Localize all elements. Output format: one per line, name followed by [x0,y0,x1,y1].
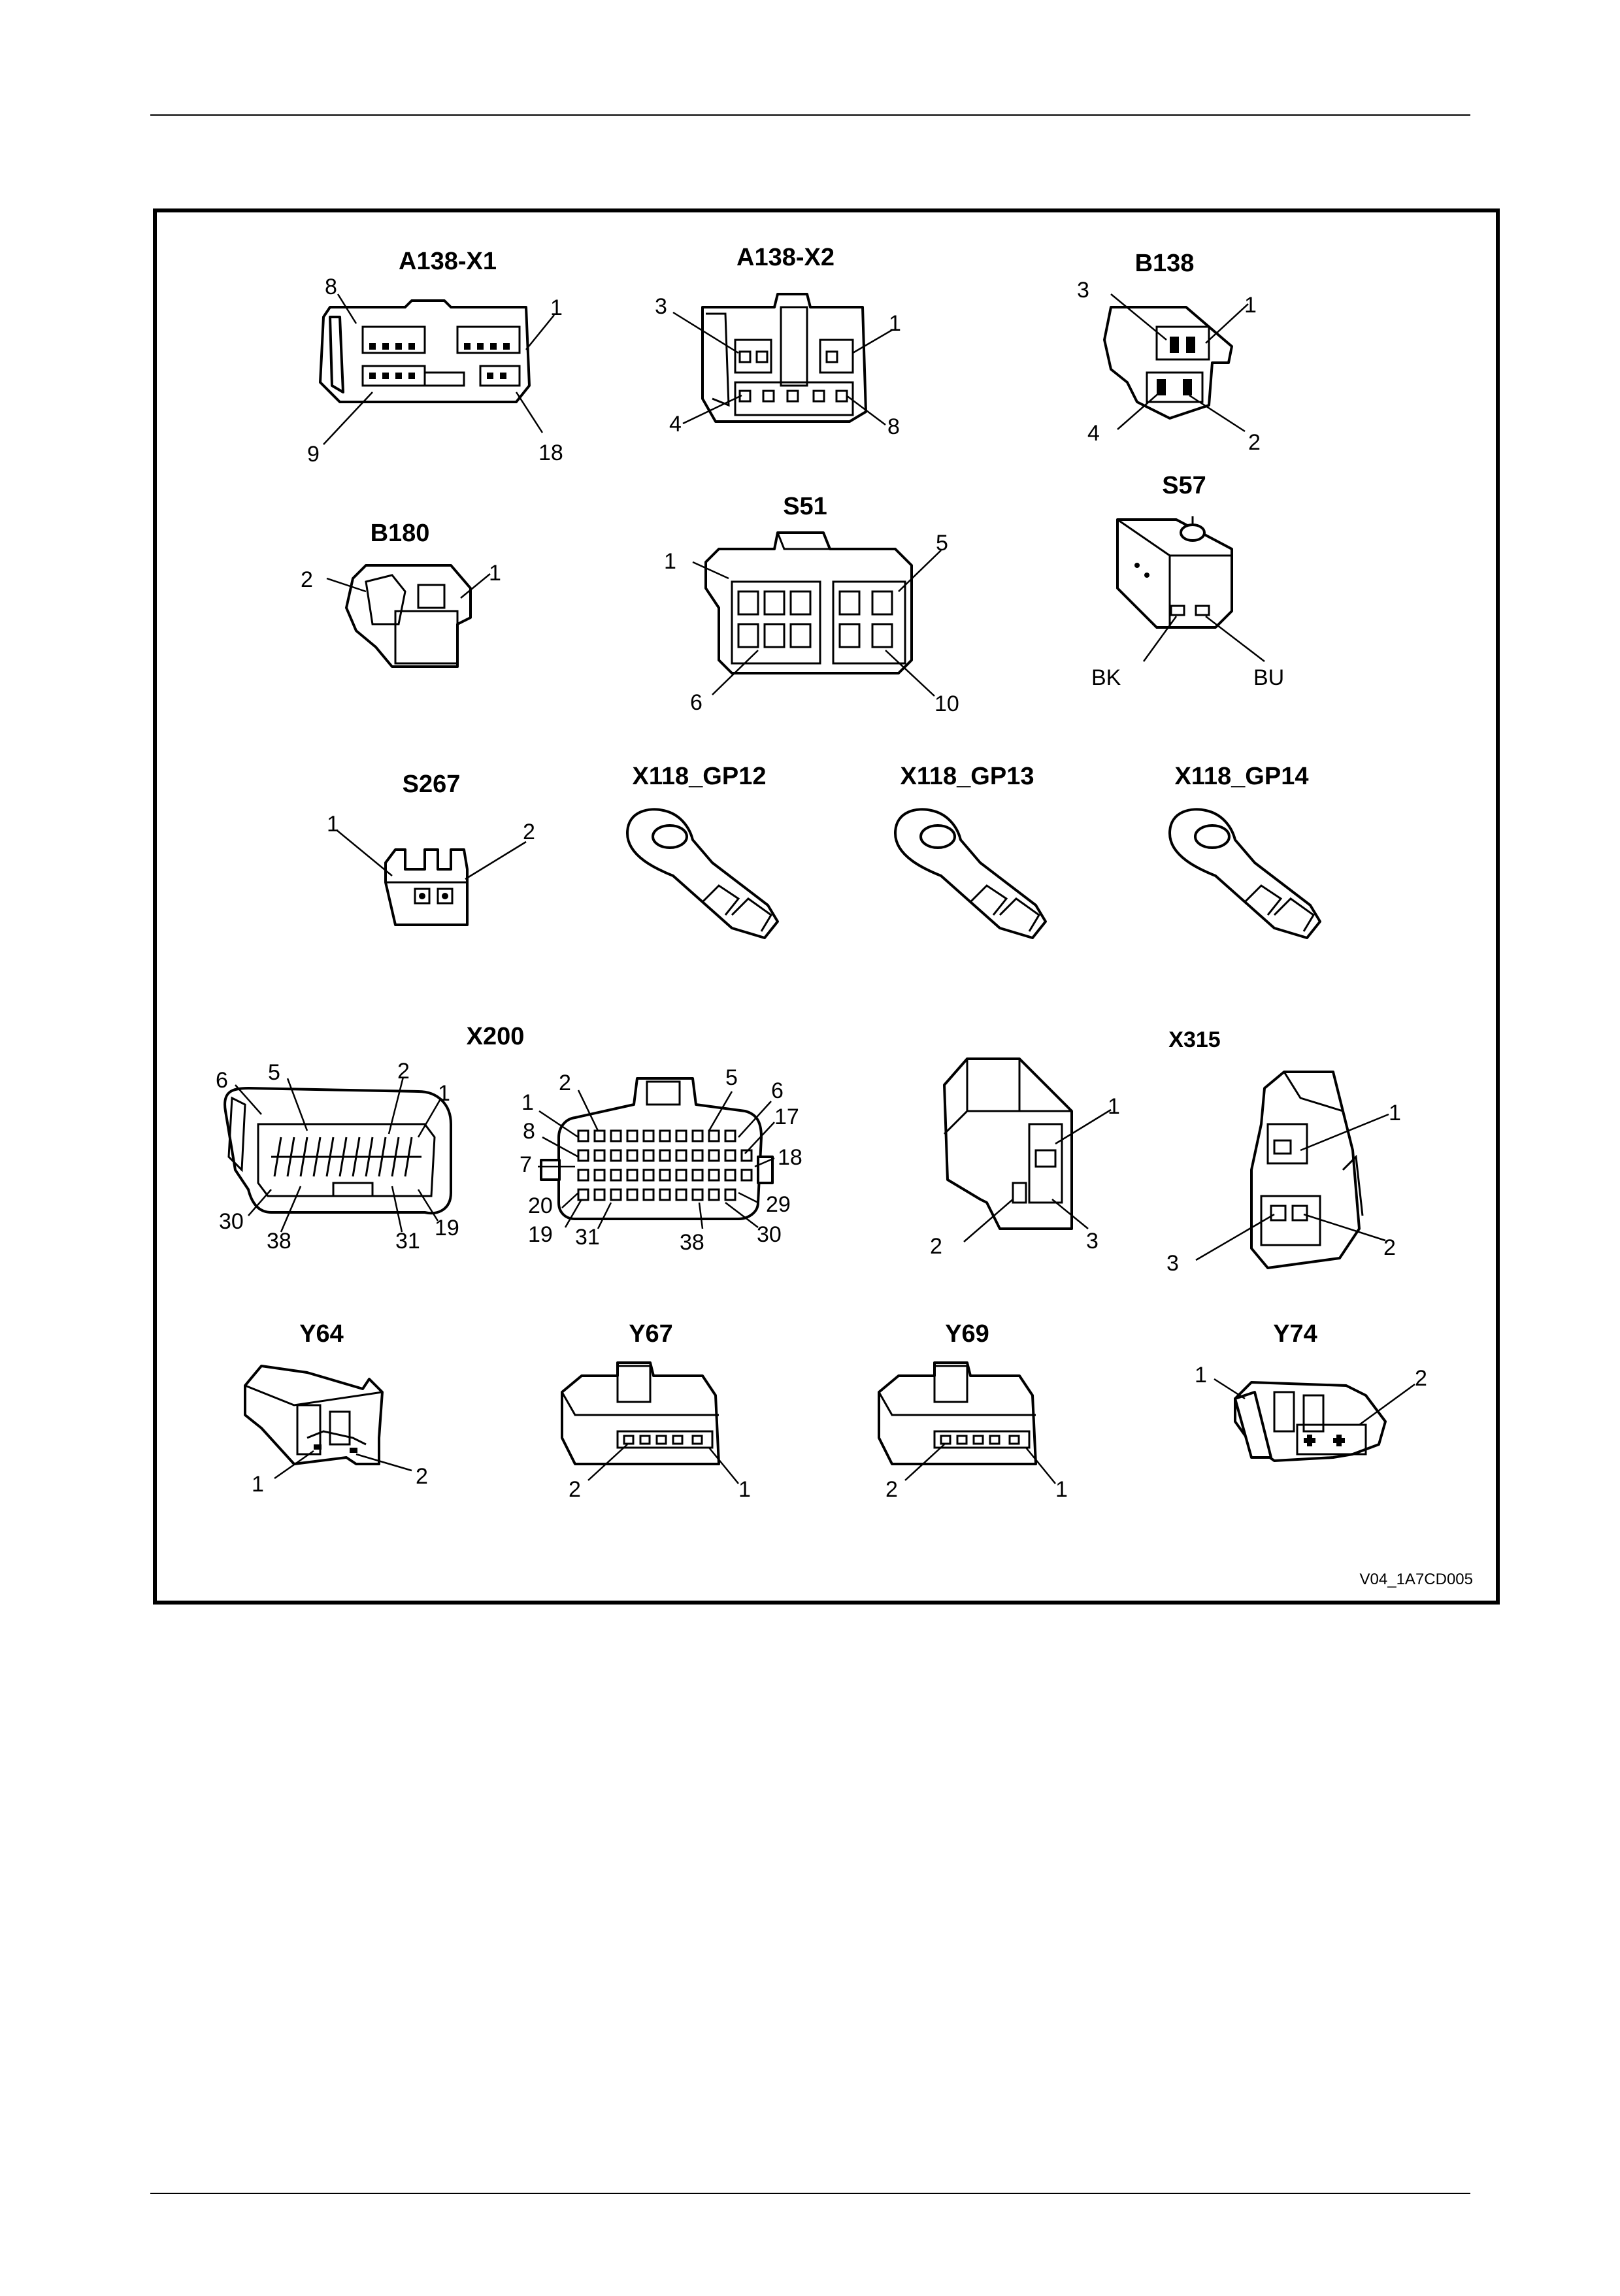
pin-label: 1 [664,549,676,574]
connector-x118-gp12: X118_GP12 [627,763,778,938]
connector-title: X315 [1168,1027,1220,1052]
pin-label: 6 [690,690,703,715]
connector-s267: S267 1 2 [327,771,535,925]
connector-title: Y64 [299,1320,344,1348]
pin-label: 4 [1087,421,1100,446]
pin-label: 4 [669,412,682,437]
pin-label: 5 [936,531,948,556]
pin-label: 8 [523,1119,535,1144]
pin-label: 2 [523,820,535,844]
pin-label: 2 [559,1071,571,1095]
pin-label: 2 [1248,430,1261,455]
connector-title: X200 [467,1023,525,1050]
pin-label: BK [1091,665,1121,690]
connector-y74: Y74 1 2 [1195,1320,1427,1461]
pin-label: 20 [528,1193,553,1218]
connector-a138-x1: A138-X1 8 1 9 18 [307,248,563,467]
pin-label: 1 [738,1477,751,1502]
pin-label: 5 [725,1065,738,1090]
pin-label: 18 [778,1145,802,1170]
pin-label: 19 [435,1216,459,1240]
pin-label: 1 [550,295,563,320]
connector-title: S267 [403,771,461,798]
connector-title: A138-X2 [736,244,835,271]
pin-label: 2 [930,1234,942,1259]
pin-label: 18 [538,441,563,465]
pin-label: 2 [416,1464,428,1489]
pin-label: 1 [252,1472,264,1497]
connector-x118-gp13: X118_GP13 [895,763,1046,938]
pin-label: 2 [1383,1235,1396,1260]
pin-label: 3 [655,294,667,319]
connector-b138: B138 3 1 4 2 [1077,250,1261,455]
connector-y67: Y67 2 1 [562,1320,751,1502]
pin-label: 29 [766,1192,791,1217]
pin-label: 3 [1086,1229,1099,1254]
connector-title: X118_GP14 [1175,763,1309,790]
connector-a138-x2: A138-X2 3 1 4 8 [655,244,901,439]
connector-title: S57 [1162,472,1206,499]
pin-label: 5 [268,1060,280,1085]
pin-label: 2 [301,567,313,592]
figure-code: V04_1A7CD005 [1360,1571,1473,1588]
pin-label: 6 [216,1068,228,1093]
pin-label: 8 [325,275,337,299]
pin-label: BU [1253,665,1284,690]
connector-title: A138-X1 [399,248,497,275]
connector-title: X118_GP13 [901,763,1034,790]
connector-x315: X315 1 3 2 [1166,1027,1401,1276]
connector-y69: Y69 2 1 [879,1320,1068,1502]
pin-label: 1 [1389,1101,1401,1125]
pin-label: 1 [889,311,901,336]
pin-label: 3 [1166,1251,1179,1276]
pin-label: 3 [1077,278,1089,303]
pin-label: 7 [520,1152,532,1177]
connector-x200: X200 6 5 2 1 30 38 31 19 [216,1023,524,1254]
connector-x200-front: 2 5 6 1 8 17 7 18 20 29 19 31 38 30 [520,1065,802,1255]
pin-label: 1 [327,812,339,837]
connector-x315-unlabeled: 1 2 3 [930,1059,1120,1259]
pin-label: 6 [771,1078,784,1103]
pin-label: 1 [1195,1363,1207,1388]
pin-label: 2 [569,1477,581,1502]
pin-label: 2 [885,1477,898,1502]
pin-label: 1 [521,1090,534,1115]
pin-label: 30 [757,1222,782,1247]
pin-label: 38 [267,1229,291,1254]
pin-label: 17 [774,1105,799,1129]
pin-label: 1 [438,1081,450,1106]
pin-label: 2 [397,1059,410,1084]
connector-title: B180 [371,520,430,547]
pin-label: 1 [1055,1477,1068,1502]
pin-label: 2 [1415,1366,1427,1391]
connector-s51: S51 1 5 6 10 [664,493,959,716]
connector-title: S51 [783,493,827,520]
pin-label: 10 [934,691,959,716]
pin-label: 31 [575,1225,600,1250]
connector-b180: B180 2 1 [301,520,501,667]
connector-x118-gp14: X118_GP14 [1170,763,1320,938]
connector-title: X118_GP12 [633,763,767,790]
connector-title: Y67 [629,1320,673,1348]
pin-label: 19 [528,1222,553,1247]
pin-label: 9 [307,442,320,467]
connector-title: Y69 [945,1320,989,1348]
pin-label: 8 [887,414,900,439]
pin-label: 31 [395,1229,420,1254]
connector-title: Y74 [1273,1320,1317,1348]
pin-label: 30 [219,1209,244,1234]
connector-title: B138 [1135,250,1195,277]
connector-s57: S57 BK BU [1091,472,1284,690]
pin-label: 38 [680,1230,704,1255]
connector-y64: Y64 1 2 [245,1320,428,1497]
pin-label: 1 [489,561,501,586]
pin-label: 1 [1108,1094,1120,1119]
pin-label: 1 [1244,293,1257,318]
